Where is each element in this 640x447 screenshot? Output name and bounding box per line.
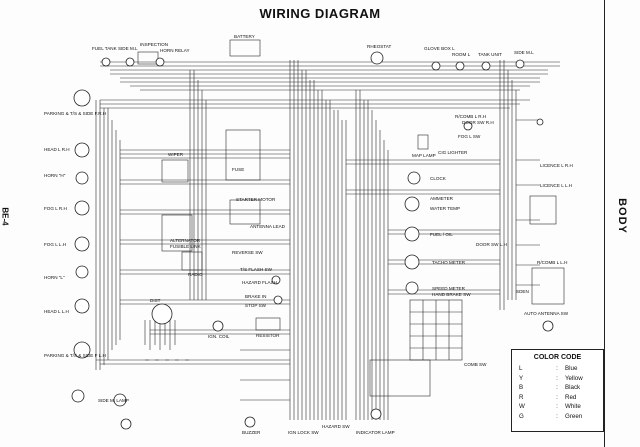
color-code-separator: : xyxy=(556,384,558,391)
label-clock: CLOCK xyxy=(430,176,446,181)
color-code-row: L : Blue xyxy=(512,364,603,374)
label-rcomb-rh: R/COMB L R.H xyxy=(455,114,487,119)
label-sden: SDEN xyxy=(516,289,529,294)
color-code-separator: : xyxy=(556,403,558,410)
label-fusible-link: FUSIBLE LINK xyxy=(170,244,201,249)
label-radio: RADIO xyxy=(188,272,203,277)
label-side-m-lamp: SIDE M. LAMP xyxy=(98,398,129,403)
color-code-name: Blue xyxy=(565,365,578,372)
label-battery: BATTERY xyxy=(234,34,255,39)
label-indicator-lamp: INDICATOR LAMP xyxy=(356,430,395,435)
color-code-name: Yellow xyxy=(565,374,583,382)
label-hazard-sw: HAZARD SW xyxy=(322,424,350,429)
color-code-row: Y : Yellow xyxy=(512,374,603,384)
color-code-title: COLOR CODE xyxy=(533,354,582,361)
label-fog-lh: FOG L L.H xyxy=(44,242,67,247)
color-code-separator: : xyxy=(556,374,558,382)
label-antenna-lead: ANTENNA LEAD xyxy=(250,224,285,229)
color-code-letter: G xyxy=(519,412,524,420)
section-divider xyxy=(604,0,605,447)
color-code-row: R : Red xyxy=(512,393,603,403)
label-horn-h: HORN "H" xyxy=(44,173,66,178)
label-door-sw-lh: DOOR SW L.H xyxy=(476,242,507,247)
label-parking-ts-rh: PARKING & T/S & SIDE F.R.H xyxy=(44,111,107,116)
label-head-lh: HEAD L L.H xyxy=(44,309,69,314)
color-code-separator: : xyxy=(556,365,558,372)
color-code-separator: : xyxy=(556,393,558,401)
label-stop-sw: STOP SW xyxy=(245,303,267,308)
label-side-ml: SIDE M.L xyxy=(514,50,534,55)
label-parking-ts-lh: PARKING & T/S & SIDE F L.H xyxy=(44,353,106,358)
label-ts-flash-sw: T/S FLASH SW xyxy=(240,267,272,272)
color-code-letter: R xyxy=(519,393,524,401)
diagram-title: WIRING DIAGRAM xyxy=(259,6,381,21)
color-code-letter: B xyxy=(519,384,524,391)
color-code-name: Black xyxy=(565,384,581,391)
label-horn-l: HORN "L" xyxy=(44,275,65,280)
label-room-lamp: ROOM L xyxy=(452,52,471,57)
label-inspection: INSPECTION xyxy=(140,42,169,47)
label-hand-brake-sw: HAND BRAKE SW xyxy=(432,292,471,297)
label-ammeter: AMMETER xyxy=(430,196,453,201)
label-comb-sw: COMB SW xyxy=(464,362,487,367)
color-code-letter: Y xyxy=(519,374,524,382)
color-code-row: B : Black xyxy=(512,383,603,393)
label-buzzer: BUZZER xyxy=(242,430,261,435)
page-number: BE-4 xyxy=(0,207,10,226)
label-licence-rh: LICENCE L R.H xyxy=(540,163,573,168)
label-fog-sw: FOG L SW xyxy=(458,134,481,139)
label-rheostat: RHEOSTAT xyxy=(367,44,392,49)
label-fuse: FUSE xyxy=(232,167,245,172)
label-rcomb-lh: R/COMB L L.H xyxy=(537,260,568,265)
label-water-temp: WATER TEMP xyxy=(430,206,461,211)
label-fuel-tank-side-ml: FUEL TANK SIDE M.L xyxy=(92,46,138,51)
color-code-letter: L xyxy=(519,365,523,372)
label-wiper: WIPER xyxy=(168,152,184,157)
color-code-name: Red xyxy=(565,393,577,401)
label-alternator: ALTERNATOR xyxy=(170,238,201,243)
color-code-letter: W xyxy=(519,403,525,410)
color-code-separator: : xyxy=(556,412,558,420)
label-tacho-meter: TACHO METER xyxy=(432,260,466,265)
label-licence-lh: LICENCE L L.H xyxy=(540,183,572,188)
label-ign-coil: IGN. COIL xyxy=(208,334,230,339)
label-door-sw-rh: DOOR SW R.H xyxy=(462,120,494,125)
label-dist: DIST xyxy=(150,298,161,303)
color-code-row: W : White xyxy=(512,402,603,412)
color-code-name: Green xyxy=(565,412,583,420)
label-fog-rh: FOG L R.H xyxy=(44,206,67,211)
label-resistor: RESISTOR xyxy=(256,333,280,338)
label-cig-lighter: CIG LIGHTER xyxy=(438,150,468,155)
label-hazard-flash: HAZARD FLASH xyxy=(242,280,277,285)
label-reverse-sw: REVERSE SW xyxy=(232,250,263,255)
label-horn-relay: HORN RELAY xyxy=(160,48,190,53)
color-code-legend: COLOR CODE L : Blue Y : Yellow B : Black… xyxy=(511,349,604,432)
color-code-row: G : Green xyxy=(512,412,603,422)
label-map-lamp: MAP LAMP xyxy=(412,153,436,158)
label-ign-lock-sw: IGN LOCK SW xyxy=(288,430,319,435)
label-brake-in: BRAKE IN xyxy=(245,294,267,299)
color-code-name: White xyxy=(565,403,581,410)
label-glove-box: GLOVE BOX L xyxy=(424,46,455,51)
section-label: BODY xyxy=(616,198,628,234)
label-tank-unit: TANK UNIT xyxy=(478,52,502,57)
label-starter-motor: STARTER MOTOR xyxy=(236,197,276,202)
label-fuel-oil: FUEL / OIL xyxy=(430,232,453,237)
label-auto-antenna-sw: AUTO ANTENNA SW xyxy=(524,311,569,316)
label-speed-meter: SPEED METER xyxy=(432,286,465,291)
label-head-rh: HEAD L R.H xyxy=(44,147,70,152)
